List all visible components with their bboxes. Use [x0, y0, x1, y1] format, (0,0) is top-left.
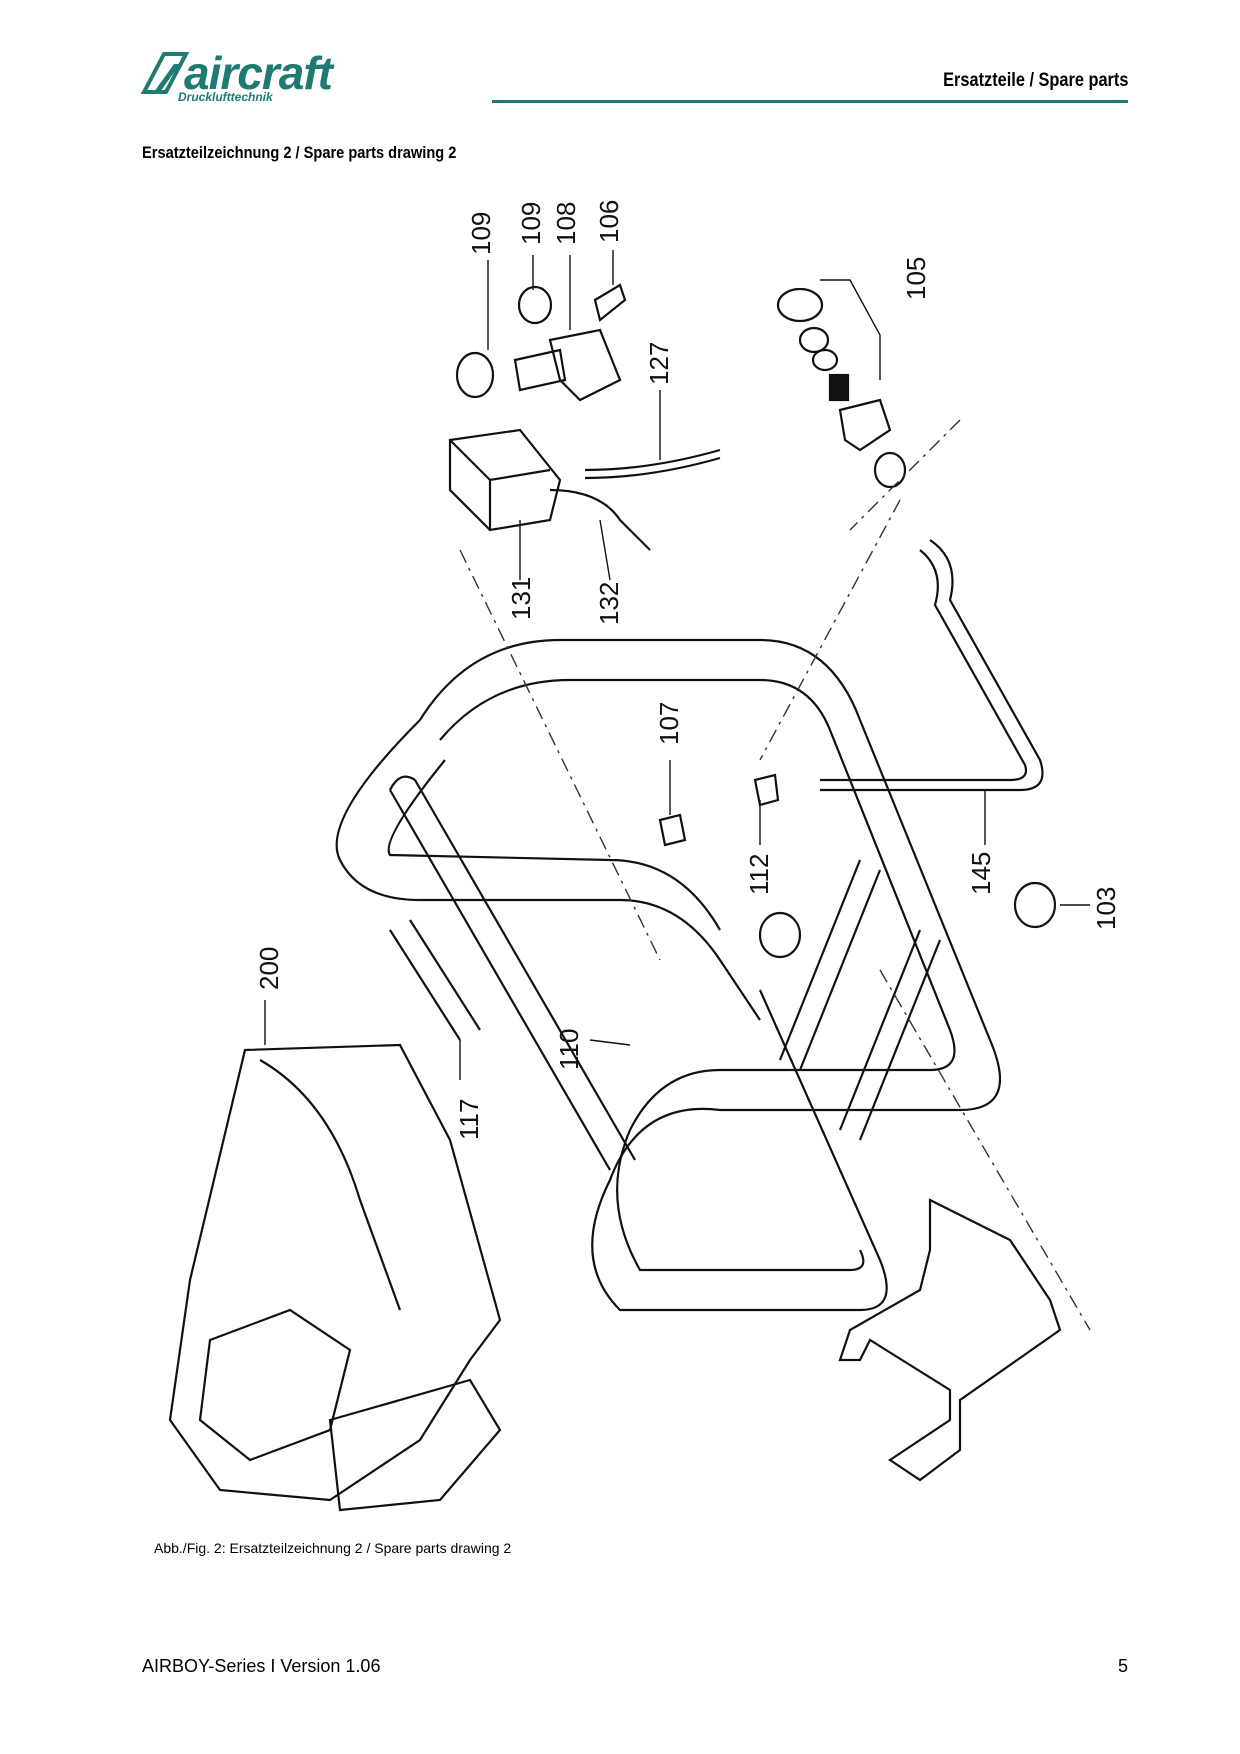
brand-name: aircraft: [184, 47, 333, 99]
header-section-title: Ersatzteile / Spare parts: [942, 70, 1128, 91]
seal-105a: [776, 287, 824, 323]
header-rule: [492, 100, 1128, 103]
leader-105: [820, 279, 881, 380]
cap-109b: [517, 285, 553, 325]
part-number-132: 132: [594, 582, 624, 625]
part-number-127: 127: [644, 342, 674, 385]
frame-tube-outer: [419, 638, 1002, 1312]
fitting-106: [593, 283, 627, 322]
part-number-106: 106: [594, 200, 624, 243]
part-number-109b: 109: [516, 202, 546, 245]
footer-document: AIRBOY-Series I Version 1.06: [142, 1656, 381, 1676]
part-number-108: 108: [551, 202, 581, 245]
fitting-107: [658, 813, 687, 847]
frame-brace-a: [778, 859, 882, 1071]
nut-105: [873, 451, 907, 489]
spare-parts-drawing: 109 109 108 106 105 127 131 132 107 112 …: [168, 200, 1121, 1512]
cable-132: [549, 488, 651, 551]
part-number-103: 103: [1091, 887, 1121, 930]
brand-logo-mark: [140, 52, 190, 94]
seal-105c: [811, 348, 839, 372]
figure-caption: Abb./Fig. 2: Ersatzteilzeichnung 2 / Spa…: [154, 1540, 512, 1556]
part-number-105: 105: [901, 257, 931, 300]
part-number-112: 112: [744, 854, 774, 895]
foot-mount: [758, 911, 802, 959]
part-number-145: 145: [966, 852, 996, 895]
part-number-107: 107: [654, 702, 684, 745]
crankcase: [328, 1378, 502, 1512]
check-valve-body: [838, 398, 892, 452]
frame-side-outer: [335, 719, 761, 1021]
pipe-145: [820, 539, 1044, 792]
cylinder-head: [198, 1308, 352, 1462]
frame-brace-b: [838, 929, 942, 1141]
frame-side-inner: [387, 759, 721, 931]
part-number-200: 200: [254, 947, 284, 990]
seal-105b: [798, 326, 830, 354]
cable-127: [584, 448, 721, 480]
brand-subtitle: Drucklufttechnik: [178, 90, 273, 104]
part-number-117: 117: [454, 1099, 484, 1140]
base-bracket: [838, 1198, 1062, 1482]
valve-block-108: [548, 328, 622, 402]
frame-tube-inner: [439, 678, 956, 1272]
footer-page-number: 5: [1117, 1656, 1128, 1676]
leader-110: [589, 1039, 631, 1046]
leader-132: [599, 519, 611, 581]
assembly-line-d: [849, 419, 961, 531]
section-title: Ersatzteilzeichnung 2 / Spare parts draw…: [142, 143, 457, 162]
assembly-line-c: [879, 969, 1091, 1331]
fitting-112: [753, 773, 780, 807]
part-number-131: 131: [506, 577, 536, 620]
hose-117: [389, 919, 481, 1041]
part-number-110: 110: [554, 1029, 584, 1070]
motor-cover-ridge: [259, 1059, 402, 1311]
assembly-line-a: [459, 549, 661, 961]
brand-logo: aircraft Drucklufttechnik: [140, 47, 380, 108]
assembly-line-b: [759, 499, 901, 761]
spring-105: [828, 373, 850, 402]
pressure-switch-box: [448, 428, 562, 532]
valve-stem: [513, 348, 567, 392]
handle-tube: [389, 779, 636, 1171]
part-number-109a: 109: [466, 212, 496, 255]
cap-109a: [455, 351, 495, 399]
handle-end: [389, 775, 416, 791]
motor-cover-200: [168, 1043, 502, 1502]
cap-103: [1013, 881, 1057, 929]
